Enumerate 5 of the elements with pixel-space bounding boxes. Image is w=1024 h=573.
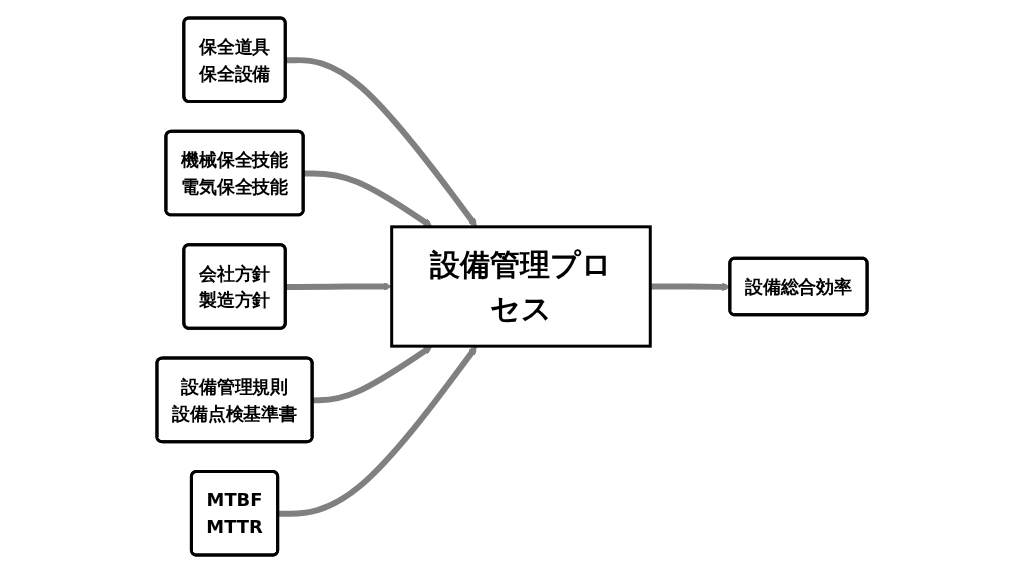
arrow bbox=[285, 57, 477, 228]
arrow bbox=[278, 345, 477, 517]
arrow bbox=[303, 170, 433, 228]
node-box: 設備管理プロセス bbox=[390, 225, 652, 348]
arrow bbox=[312, 345, 433, 404]
